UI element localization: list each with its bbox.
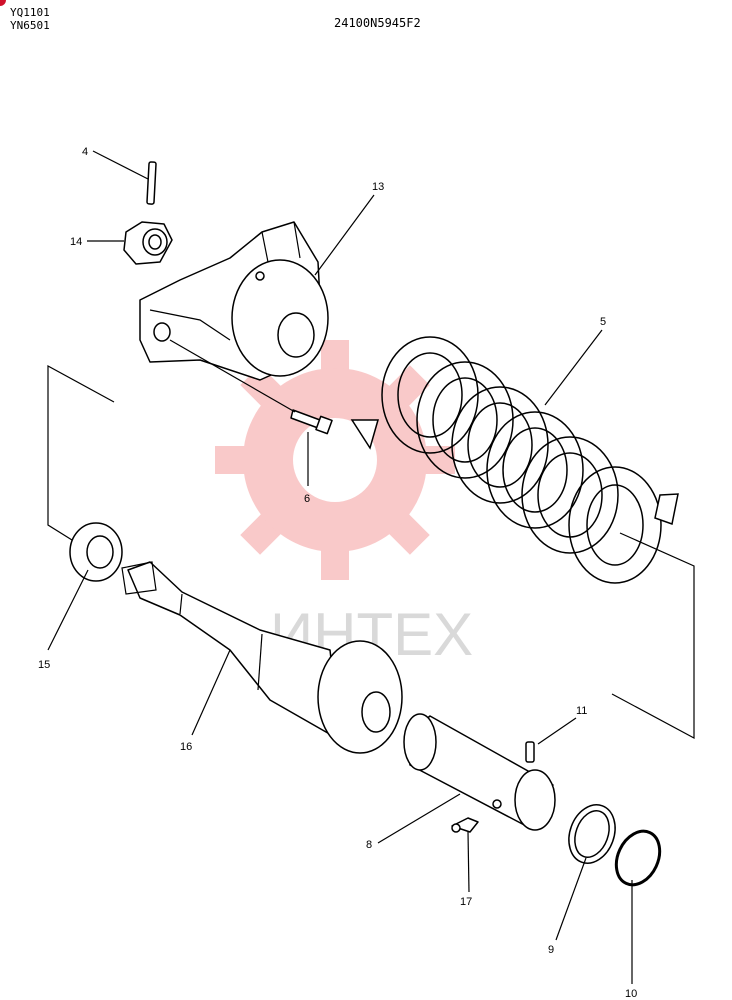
part-5-spring [350,336,679,584]
callout-17: 17 [460,896,472,908]
part-15-ring [69,522,123,582]
watermark-gear-icon [215,340,455,580]
callout-4: 4 [82,146,88,158]
part-17-fitting [451,817,479,833]
part-10-oring [614,829,662,887]
callout-15: 15 [38,659,50,671]
callout-labels: 4 14 13 5 6 15 16 11 8 17 9 10 [38,146,637,1000]
callout-6: 6 [304,493,310,505]
callout-8: 8 [366,839,372,851]
part-11-pin [525,741,535,763]
callout-13: 13 [372,181,384,193]
part-13-bracket [139,221,329,381]
part-14-nut [123,221,173,265]
leader-lines [47,150,633,984]
drawing-number: 24100N5945F2 [334,16,421,30]
assembly-guide-lines [47,364,695,740]
part-16-rod [121,561,403,754]
callout-10: 10 [625,988,637,1000]
model-code-2: YN6501 [10,19,50,32]
callout-14: 14 [70,236,82,248]
part-6-bolt [169,339,333,435]
corner-marker [0,0,6,6]
model-code-1: YQ1101 [10,6,50,19]
callout-11: 11 [576,705,587,717]
callout-5: 5 [600,316,606,328]
callout-9: 9 [548,944,554,956]
part-9-ring [568,804,616,864]
part-4-pin [146,161,157,205]
part-8-cylinder [403,713,556,831]
callout-16: 16 [180,741,192,753]
